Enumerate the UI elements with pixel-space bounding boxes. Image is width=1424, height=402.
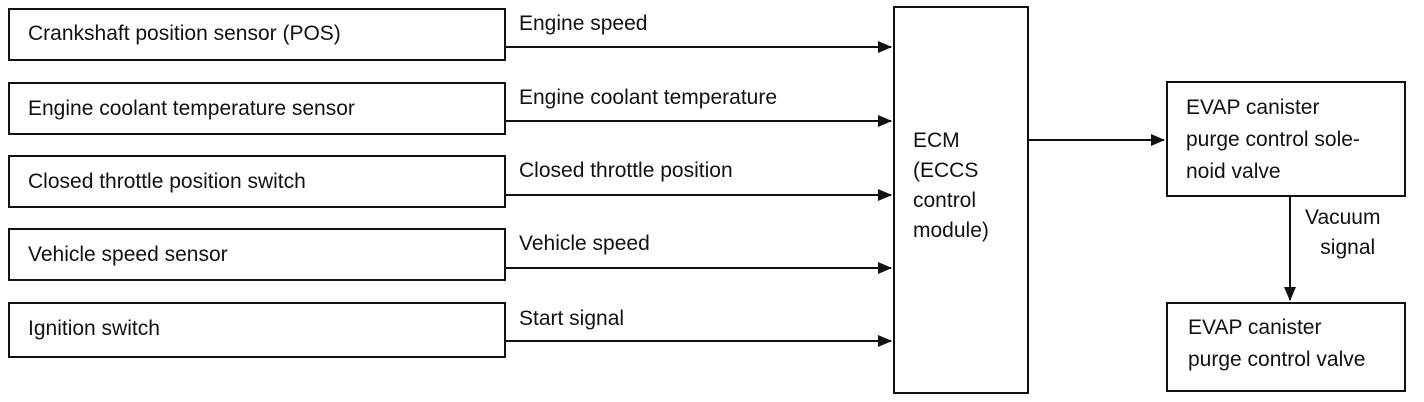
solenoid-valve-box: EVAP canister purge control sole- noid v… xyxy=(1166,81,1406,197)
input-label-crankshaft-sensor: Crankshaft position sensor (POS) xyxy=(28,22,341,45)
signal-label-engine-coolant-temperature: Engine coolant temperature xyxy=(519,86,777,109)
input-box-vehicle-speed-sensor: Vehicle speed sensor xyxy=(8,228,506,281)
solenoid-valve-label-line: purge control sole- xyxy=(1186,128,1360,151)
signal-label-engine-speed: Engine speed xyxy=(519,12,648,35)
input-box-throttle-switch: Closed throttle position switch xyxy=(8,155,506,208)
ecm-label-line: control xyxy=(913,189,977,212)
input-box-coolant-sensor: Engine coolant temperature sensor xyxy=(8,82,506,135)
signal-label-start-signal: Start signal xyxy=(519,307,625,330)
solenoid-valve-label-line: noid valve xyxy=(1186,160,1281,183)
vacuum-signal-label: Vacuum signal xyxy=(1305,203,1380,263)
input-label-coolant-sensor: Engine coolant temperature sensor xyxy=(28,97,355,120)
ecm-label: ECM (ECCS control module) xyxy=(913,126,989,246)
ecm-box: ECM (ECCS control module) xyxy=(893,6,1029,394)
purge-control-valve-label: EVAP canister purge control valve xyxy=(1188,312,1365,376)
input-box-crankshaft-sensor: Crankshaft position sensor (POS) xyxy=(8,8,506,61)
vacuum-signal-label-line: Vacuum xyxy=(1305,206,1381,229)
solenoid-valve-label-line: EVAP canister xyxy=(1186,96,1320,119)
purge-control-valve-box: EVAP canister purge control valve xyxy=(1166,302,1406,392)
signal-label-vehicle-speed: Vehicle speed xyxy=(519,232,650,255)
input-box-ignition-switch: Ignition switch xyxy=(8,302,506,358)
input-label-vehicle-speed-sensor: Vehicle speed sensor xyxy=(28,243,228,266)
purge-control-valve-label-line: purge control valve xyxy=(1188,348,1366,371)
signal-label-closed-throttle-position: Closed throttle position xyxy=(519,159,733,182)
input-label-ignition-switch: Ignition switch xyxy=(28,317,160,340)
ecm-label-line: ECM xyxy=(913,129,960,152)
purge-control-valve-label-line: EVAP canister xyxy=(1188,316,1322,339)
vacuum-signal-label-line: signal xyxy=(1320,236,1376,259)
ecm-label-line: module) xyxy=(913,219,989,242)
ecm-label-line: (ECCS xyxy=(913,159,979,182)
solenoid-valve-label: EVAP canister purge control sole- noid v… xyxy=(1186,92,1360,188)
input-label-throttle-switch: Closed throttle position switch xyxy=(28,170,306,193)
